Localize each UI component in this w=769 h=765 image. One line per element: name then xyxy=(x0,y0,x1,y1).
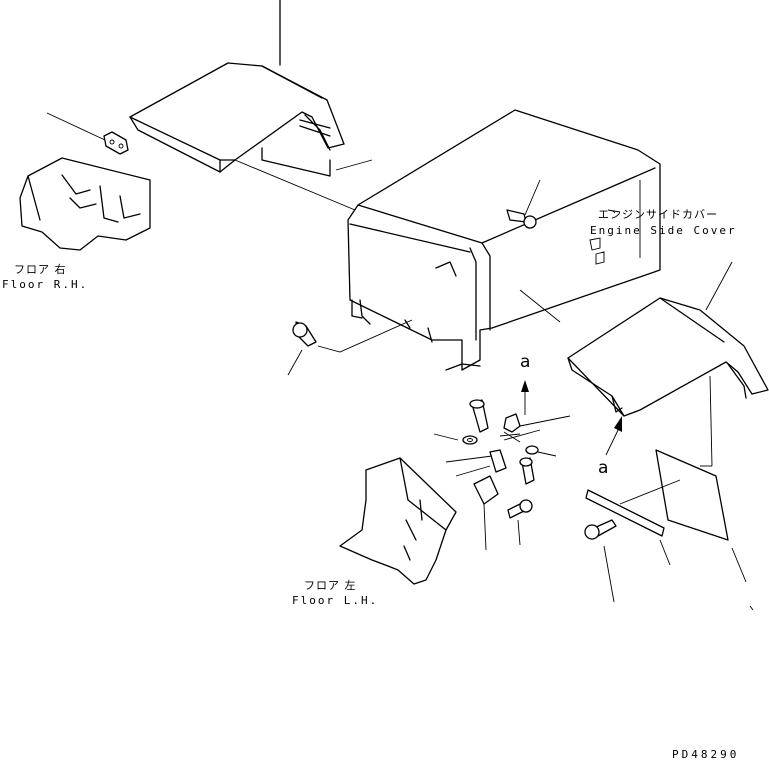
floor-lh-label-jp: フロア 左 xyxy=(304,579,357,592)
bolt-cover-top xyxy=(506,179,541,229)
upper-left-cover xyxy=(129,0,356,211)
engine-side-cover-label-jp: エンジンサイドカバー xyxy=(598,208,718,221)
floor-rh-label-en: Floor R.H. xyxy=(2,278,89,291)
floor-lh xyxy=(339,457,457,585)
floor-rh-label-jp: フロア 右 xyxy=(14,263,67,276)
floor-lh-label-en: Floor L.H. xyxy=(292,594,379,607)
bracket-rh xyxy=(46,112,129,155)
bolt-seal-plate xyxy=(584,519,617,603)
engine-side-cover-label-en: Engine Side Cover xyxy=(590,224,737,237)
leader-line xyxy=(335,159,373,171)
hardware-cluster xyxy=(433,399,571,551)
drawing-number: PD48290 xyxy=(672,748,740,761)
floor-rh xyxy=(19,157,151,251)
callout-a-upper: a xyxy=(520,352,531,372)
callout-arrows xyxy=(521,380,622,456)
engine-side-cover xyxy=(347,109,661,371)
bolt-cover-left xyxy=(287,319,413,376)
callout-a-lower: a xyxy=(598,458,609,478)
right-cover xyxy=(567,261,769,467)
seal-plate xyxy=(585,449,754,611)
